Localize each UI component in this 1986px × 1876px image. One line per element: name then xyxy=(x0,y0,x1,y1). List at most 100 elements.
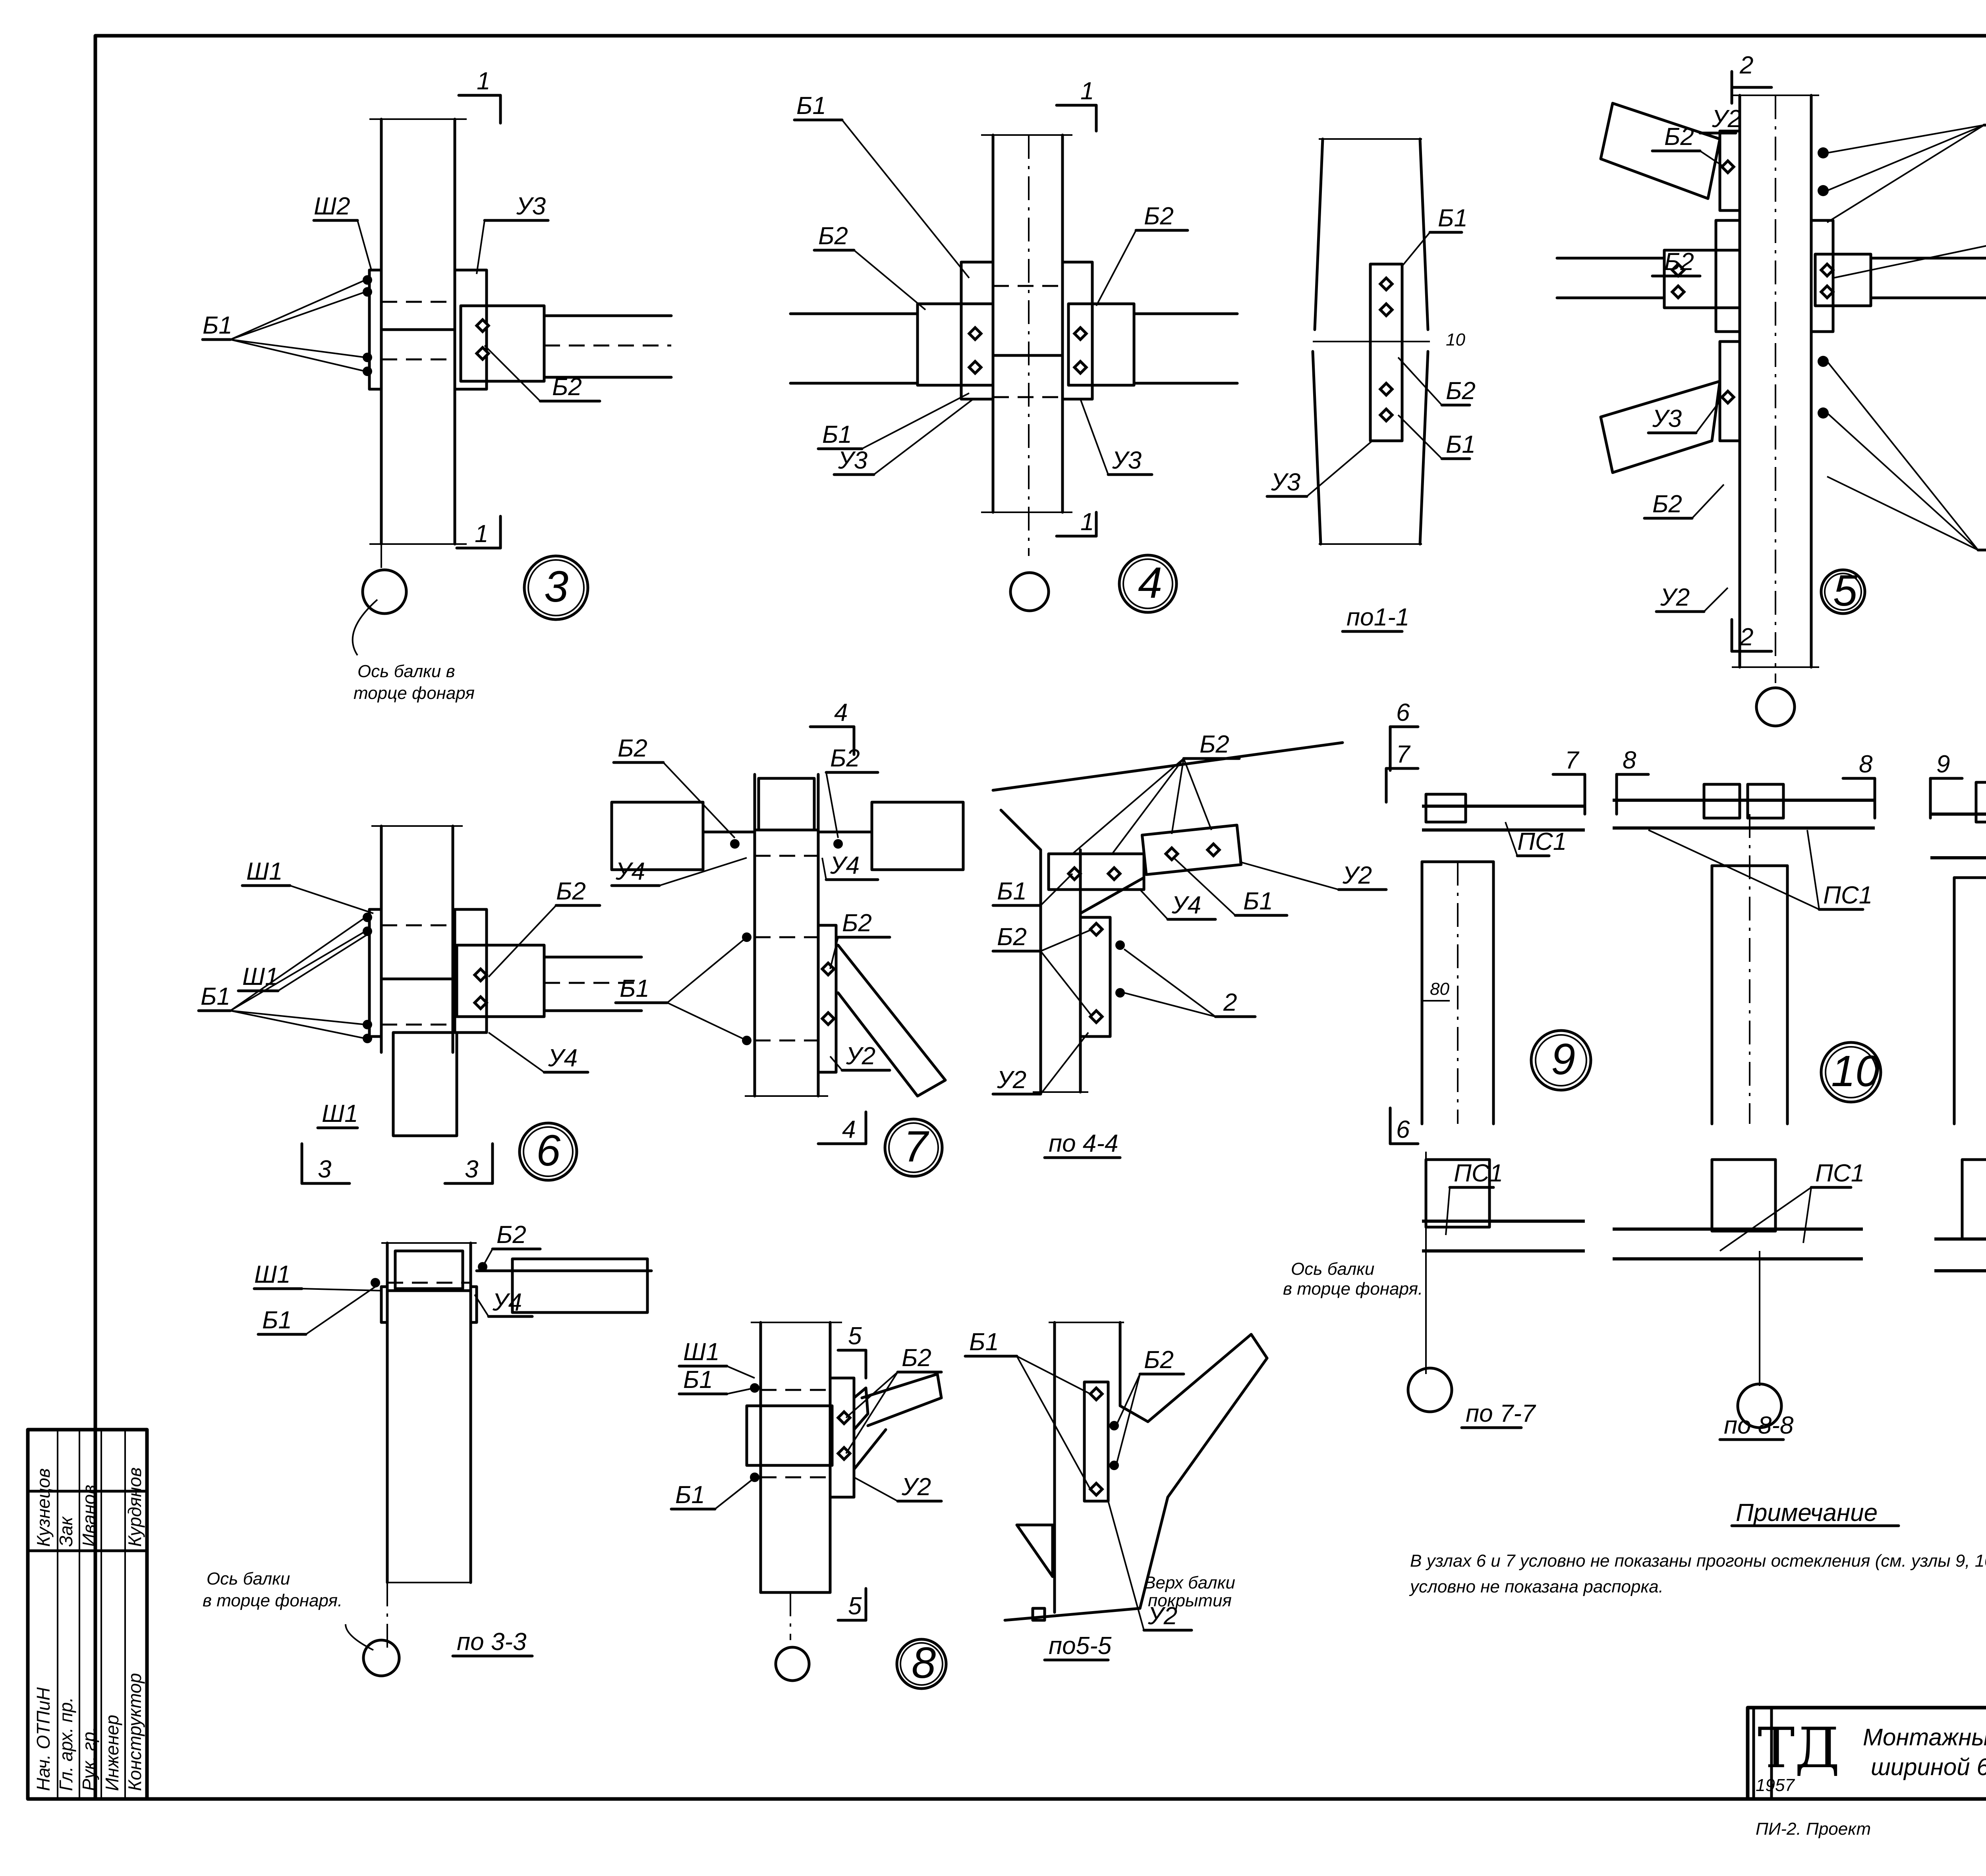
label-sh1: Ш1 xyxy=(683,1338,720,1366)
sheet-title: Монтажные узлы с 3 по 11. фонарей xyxy=(1863,1724,1986,1751)
label-b2: Б2 xyxy=(1664,123,1694,151)
label-b2: Б2 xyxy=(818,222,848,250)
section-title: по5-5 xyxy=(1049,1632,1112,1660)
label-u2: У2 xyxy=(1660,584,1690,611)
label-b2: Б2 xyxy=(902,1344,931,1372)
note-line-1: В узлах 6 и 7 условно не показаны прогон… xyxy=(1410,1551,1986,1571)
section-3-3: Ш1 Б2 Б1 У4 Ось балки в торце фонаря. по… xyxy=(203,1221,653,1677)
section-mark: 1 xyxy=(477,68,490,95)
label-u3: У3 xyxy=(1652,405,1682,432)
section-mark: 4 xyxy=(834,699,848,726)
node-3: Б1 Ш2 У3 Б2 1 1 3 Ось балки в торце фона… xyxy=(201,68,673,703)
section-9-9: ПС3 (ПС2) по 9-9 xyxy=(1934,1158,1986,1272)
sig-name: Зак xyxy=(56,1516,76,1547)
label-b1: Б1 xyxy=(1243,888,1273,915)
sheet-frame xyxy=(93,34,1986,1801)
section-mark: 1 xyxy=(1080,77,1094,105)
label-b2: Б2 xyxy=(496,1221,526,1249)
label-u3: У3 xyxy=(838,447,867,474)
label-b1: Б1 xyxy=(1446,431,1476,458)
label-sh1: Ш1 xyxy=(246,858,283,885)
section-mark: 2 xyxy=(1739,623,1753,651)
label-u2: У2 xyxy=(846,1042,875,1070)
section-mark: 5 xyxy=(848,1322,862,1350)
label-u2: У2 xyxy=(1342,862,1372,889)
section-5-5: Б1 Б2 У2 Верх балки покрытия по5-5 xyxy=(964,1321,1269,1662)
logo-mark: ТД xyxy=(1758,1716,1840,1781)
axis-note: Ось балки xyxy=(1291,1259,1374,1279)
axis-note: в торце фонаря. xyxy=(203,1591,342,1610)
dimension: 80 xyxy=(1430,979,1449,999)
sig-name: Иванов xyxy=(79,1485,99,1547)
label-b1: Б1 xyxy=(675,1481,705,1509)
section-7-7: ПС1 Ось балки в торце фонаря. по 7-7 xyxy=(1283,1152,1585,1429)
label-b1: Б1 xyxy=(969,1328,999,1356)
axis-note: Ось балки в xyxy=(357,662,455,681)
node-11: 500 25 т.ш. 11 ПС3 (ПС2) 9 9 xyxy=(1929,751,1986,1125)
label-b1: Б1 xyxy=(620,975,649,1002)
section-title: по1-1 xyxy=(1347,604,1409,631)
label-b2: Б2 xyxy=(1144,1346,1174,1374)
section-mark: 7 xyxy=(1396,741,1411,768)
label-u3: У3 xyxy=(516,193,546,220)
sig-role: Нач. ОТПиН xyxy=(33,1687,54,1791)
section-mark: 6 xyxy=(1396,699,1410,726)
label-b2: Б2 xyxy=(1652,490,1682,518)
note-line-2: условно не показана распорка. xyxy=(1409,1577,1663,1596)
node-10: 10 ПС1 8 8 xyxy=(1613,747,1882,1125)
label-sh1: Ш1 xyxy=(254,1261,291,1288)
label-b1: Б1 xyxy=(822,421,852,448)
section-mark: 7 xyxy=(1565,747,1580,774)
sig-role: Конструктор xyxy=(124,1673,145,1791)
section-mark: 8 xyxy=(1623,747,1636,774)
dimension: 10 xyxy=(1446,330,1465,349)
node-number: 6 xyxy=(536,1126,561,1175)
section-title: по 3-3 xyxy=(457,1628,526,1656)
project-stamp: ПИ-2. Проект xyxy=(1756,1819,1871,1839)
section-4-4: Б2 Б1 Б2 У4 Б1 У2 У2 2 по 4-4 xyxy=(991,731,1388,1159)
label-b2: Б2 xyxy=(1446,377,1476,405)
label-u4: У4 xyxy=(1171,892,1201,919)
section-8-8: ПС1 по 8-8 xyxy=(1613,1158,1864,1441)
section-mark: 8 xyxy=(1859,751,1873,778)
label-ps1: ПС1 xyxy=(1517,828,1567,855)
section-title: по 4-4 xyxy=(1049,1130,1118,1157)
label-u4: У4 xyxy=(615,858,645,885)
label-b2: Б2 xyxy=(556,878,586,905)
node-number: 7 xyxy=(904,1122,929,1171)
node-4: 4 1 1 Б1 Б2 Б2 Б1 У3 У3 xyxy=(789,77,1239,614)
node-6: Б1 Ш1 Б2 Ш1 У4 Ш1 3 3 6 xyxy=(197,824,643,1185)
node-number: 9 xyxy=(1551,1035,1575,1084)
label-ps1: ПС1 xyxy=(1454,1160,1503,1187)
node-number: 4 xyxy=(1138,558,1162,607)
note-block: Примечание В узлах 6 и 7 условно не пока… xyxy=(1409,1499,1986,1596)
section-mark: 3 xyxy=(318,1156,331,1183)
label-ps1: ПС1 xyxy=(1823,882,1872,909)
section-title: по 8-8 xyxy=(1724,1412,1794,1439)
label-u2: У2 xyxy=(997,1066,1026,1094)
label-u2: У2 xyxy=(1712,105,1741,133)
sheet-subtitle: шириной 6м. xyxy=(1871,1754,1986,1780)
label-u3: У3 xyxy=(1112,447,1142,474)
label-b1: Б1 xyxy=(997,878,1027,905)
section-title: по 7-7 xyxy=(1466,1400,1536,1427)
label-b2: Б2 xyxy=(842,909,872,937)
node-number: 3 xyxy=(544,562,568,611)
roof-note: Верх балки xyxy=(1144,1573,1235,1592)
section-mark: 6 xyxy=(1396,1116,1410,1143)
label-u4: У4 xyxy=(830,852,860,879)
node-7: Б2 Б2 У4 У4 Б2 Б1 У2 4 4 7 xyxy=(610,699,965,1178)
axis-note: торце фонаря xyxy=(354,683,475,703)
label-b1: Б1 xyxy=(796,92,826,120)
label-u2: У2 xyxy=(901,1473,931,1501)
label-u3: У3 xyxy=(1271,469,1300,496)
node-9: 80 9 ПС1 6 7 7 6 xyxy=(1385,699,1592,1145)
label-b2: Б2 xyxy=(552,373,582,401)
label-b2: Б2 xyxy=(618,735,647,762)
axis-note: Ось балки xyxy=(207,1569,290,1588)
section-mark: 5 xyxy=(848,1592,862,1620)
node-number: 5 xyxy=(1833,566,1858,615)
label-b2: Б2 xyxy=(997,923,1027,951)
section-mark: 4 xyxy=(842,1116,856,1143)
label-b2: Б2 xyxy=(830,745,860,772)
